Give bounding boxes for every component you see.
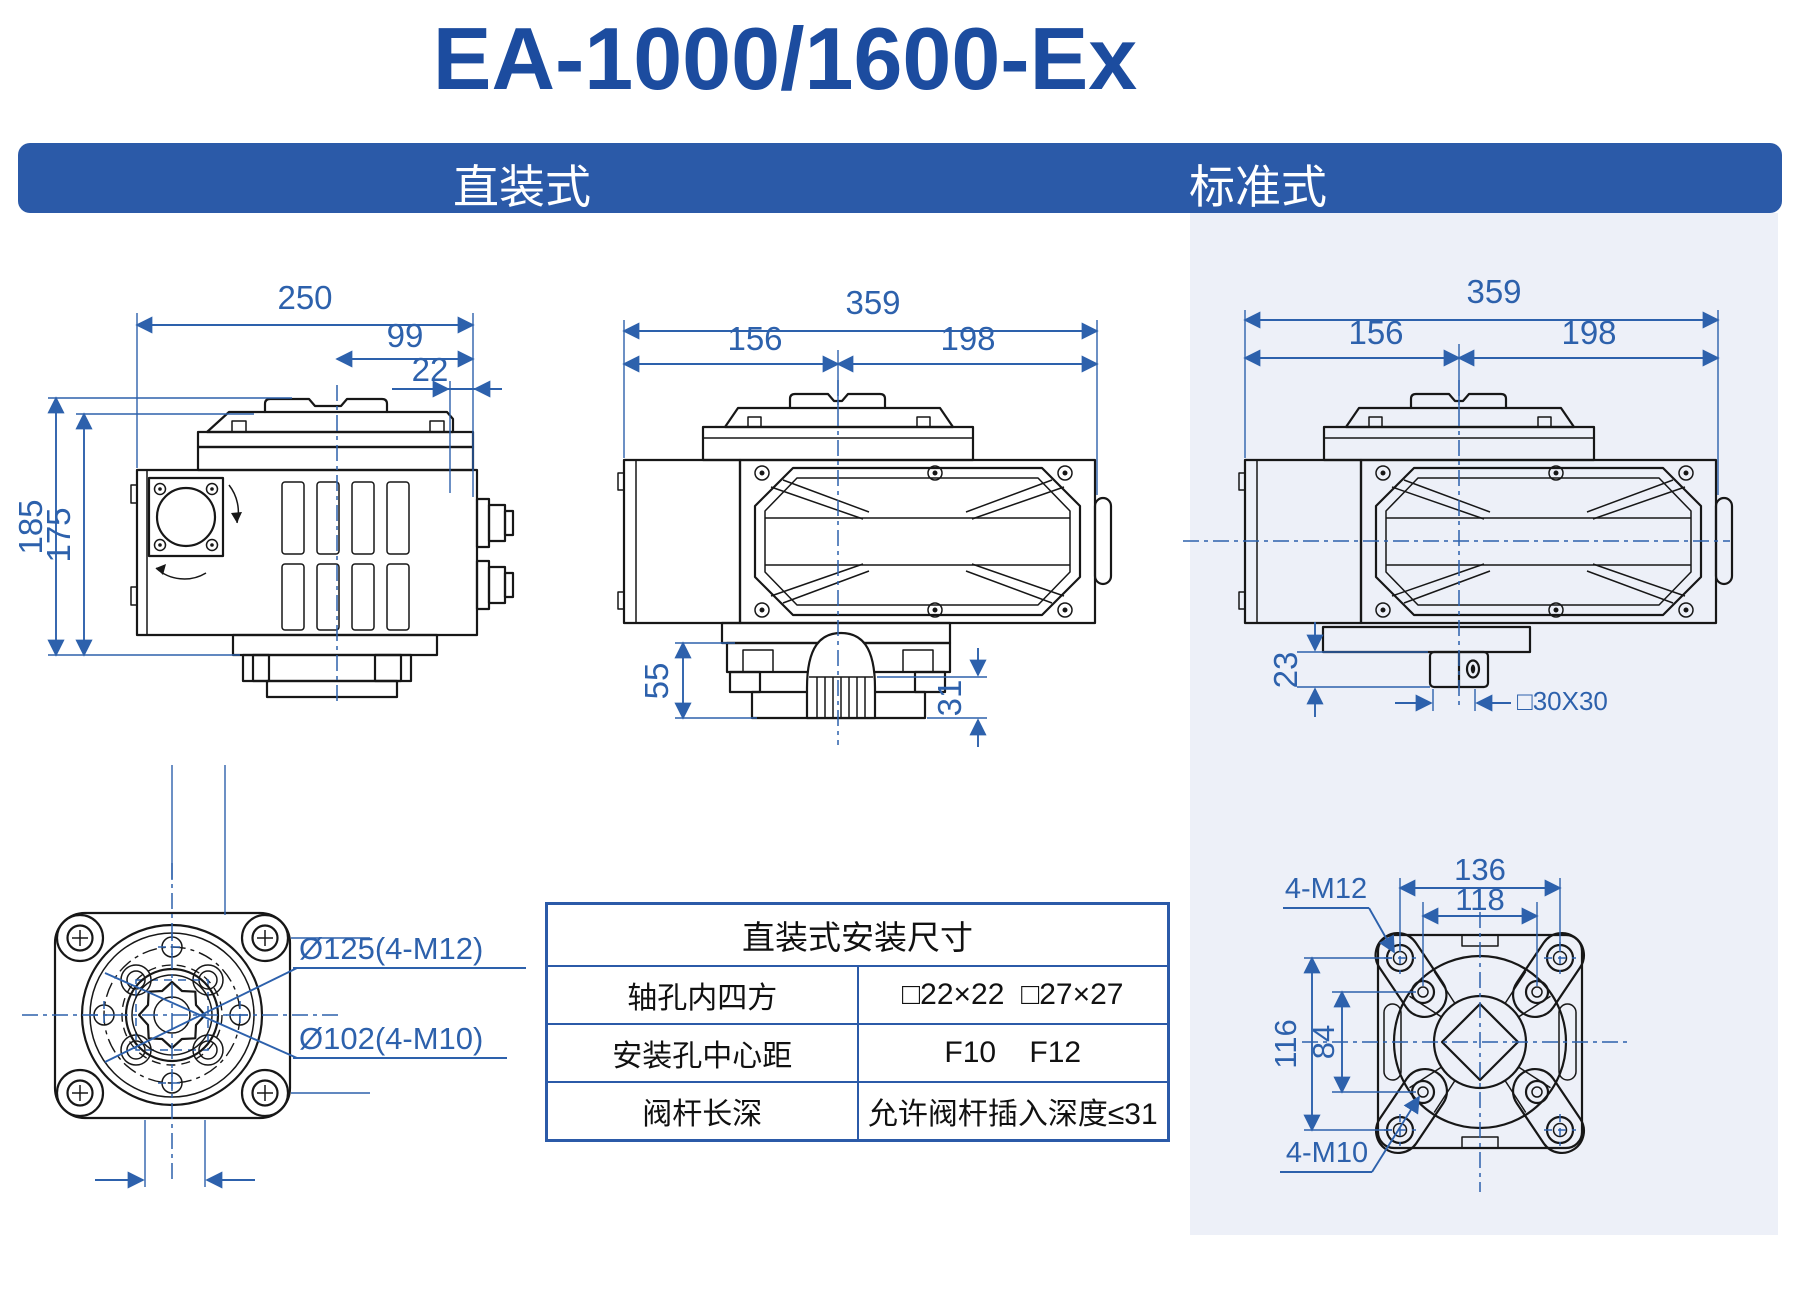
rotation-arrows [155,484,242,580]
dim-156-label: 156 [727,320,782,357]
dimensions: 359 156 198 23 □30X30 [1243,273,1720,717]
table-row: 轴孔内四方 □22×22 □27×27 [545,965,1170,1025]
dim-136-label: 136 [1454,852,1506,887]
projection-lines [95,765,370,1189]
leader-labels: Ø125(4-M12) Ø102(4-M10) [104,931,526,1063]
dim-55-label: 55 [638,663,675,700]
direct-side-view-drawing: 250 99 22 185 175 [12,279,515,705]
install-dimension-table: 直装式安装尺寸 轴孔内四方 □22×22 □27×27 安装孔中心距 F10 F… [545,902,1170,1142]
cover-screws [1375,465,1694,618]
mounting-base [231,633,439,699]
flange-inner-circle-label: Ø102(4-M10) [299,1021,483,1056]
flange-outer-circle-label: Ø125(4-M12) [299,931,483,966]
row-value: 允许阀杆插入深度≤31 [856,1081,1170,1141]
type-header-bar: 直装式 标准式 [18,143,1782,213]
mounting-plate-drawing: 136 118 116 84 4-M12 4-M10 [1268,852,1632,1192]
row-label: 安装孔中心距 [545,1023,859,1083]
dim-198-label: 198 [940,320,995,357]
bolts-m10-label: 4-M10 [1286,1137,1368,1169]
splined-shaft-dome [805,631,877,720]
row-value: F10 F12 [856,1023,1170,1083]
page-title: EA-1000/1600-Ex [432,9,1138,108]
body-ribs [281,481,410,631]
cover-octagon [753,465,1082,618]
standard-base-plate [1321,625,1532,689]
dim-118-label: 118 [1455,882,1504,917]
standard-front-view-drawing: 359 156 198 23 □30X30 [1183,273,1734,717]
dim-198-label: 198 [1561,314,1616,351]
standard-type-panel [1190,213,1778,1235]
shaft-square-label: □30X30 [1517,686,1608,716]
flange-detail-drawing: Ø125(4-M12) Ø102(4-M10) [22,765,526,1189]
bolts-m12-label: 4-M12 [1285,873,1367,905]
dim-116-label: 116 [1268,1019,1303,1068]
dim-23-label: 23 [1267,652,1304,689]
corner-bolt-bosses [55,913,290,1118]
dim-175-label: 175 [40,507,77,562]
dim-84-label: 84 [1306,1025,1341,1059]
dimensions: 250 99 22 185 175 [12,279,502,657]
dim-31-label: 31 [931,680,968,717]
row-label: 轴孔内四方 [545,965,859,1025]
cable-glands [475,497,515,611]
cover-octagon [1374,465,1703,618]
dim-156-label: 156 [1348,314,1403,351]
direct-mount-type-label: 直装式 [453,161,591,213]
dim-22-label: 22 [412,351,449,388]
actuator-front-outline [1238,392,1734,625]
table-row: 阀杆长深 允许阀杆插入深度≤31 [545,1081,1170,1141]
actuator-front-outline [617,392,1113,625]
dim-250-label: 250 [277,279,332,316]
dim-185-label: 185 [12,499,49,554]
conduit-plate [147,476,225,558]
row-value: □22×22 □27×27 [856,965,1170,1025]
cover-screws [754,465,1073,618]
direct-front-view-drawing: 359 156 198 55 31 [617,284,1113,747]
dim-359-label: 359 [845,284,900,321]
direct-mount-base [720,621,952,720]
row-label: 阀杆长深 [545,1081,859,1141]
dimensions: 136 118 116 84 4-M12 4-M10 [1268,852,1562,1173]
dimensions: 359 156 198 55 31 [622,284,1099,747]
table-title: 直装式安装尺寸 [545,902,1170,967]
table-row: 安装孔中心距 F10 F12 [545,1023,1170,1083]
dim-99-label: 99 [387,317,424,354]
standard-type-label: 标准式 [1189,161,1327,213]
dim-359-label: 359 [1466,273,1521,310]
